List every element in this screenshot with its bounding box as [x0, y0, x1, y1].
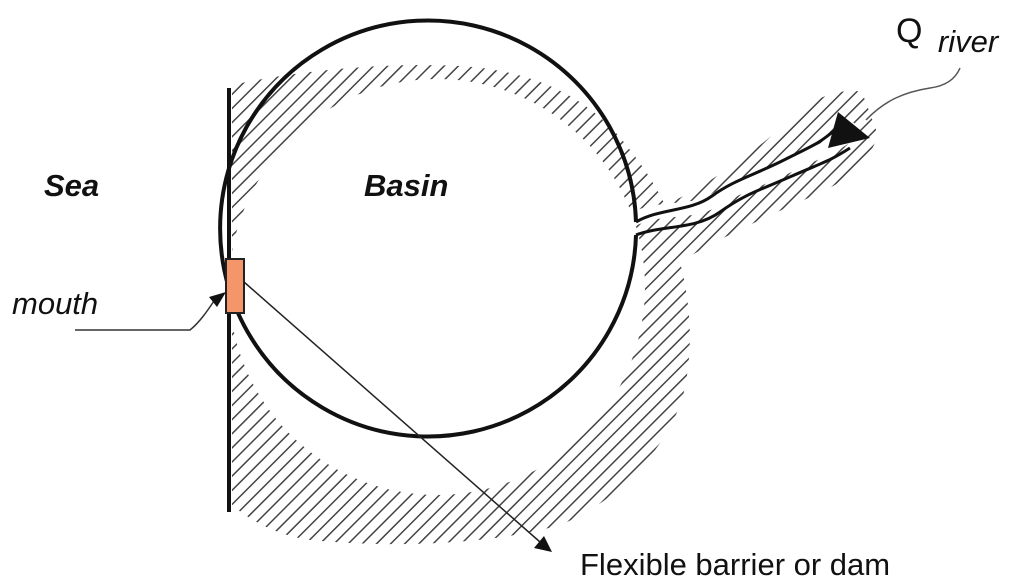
- mouth-arrowhead: [209, 292, 226, 307]
- land-hatching: [232, 64, 878, 545]
- barrier-arrowhead: [534, 536, 552, 552]
- barrier-leader-line: [243, 281, 541, 543]
- q-river-main: Q: [896, 12, 922, 50]
- sea-label: Sea: [44, 168, 99, 203]
- basin-label: Basin: [364, 168, 448, 203]
- q-river-label: Q river: [896, 12, 1000, 59]
- river-bank-lower: [635, 146, 851, 237]
- basin-outline: [218, 18, 638, 439]
- land-region: [232, 64, 878, 545]
- barrier-label: Flexible barrier or dam: [580, 547, 890, 582]
- river-bank-upper: [635, 128, 836, 224]
- q-river-subscript: river: [938, 24, 1000, 59]
- river-flow-arrowhead: [828, 112, 870, 148]
- mouth-label: mouth: [12, 286, 98, 321]
- q-river-leader-line: [865, 67, 961, 121]
- barrier-block: [225, 258, 245, 314]
